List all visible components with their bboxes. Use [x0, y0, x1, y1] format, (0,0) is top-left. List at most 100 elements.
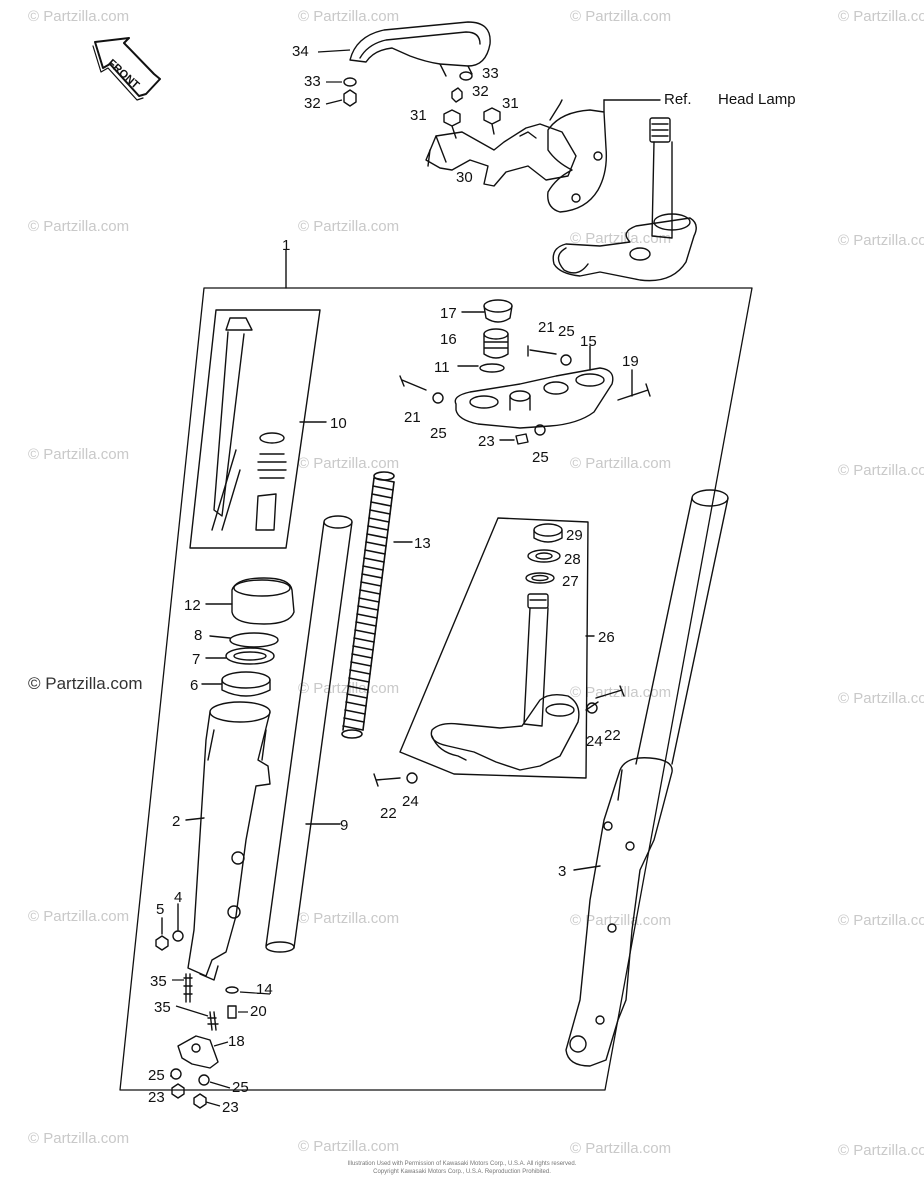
callout-21: 21	[538, 319, 555, 336]
bolt-32	[343, 89, 357, 107]
callout-21: 21	[404, 409, 421, 426]
part-27-seal	[525, 572, 555, 584]
washer-4	[172, 930, 184, 942]
callout-26: 26	[598, 629, 615, 646]
watermark: © Partzilla.com	[298, 218, 400, 235]
part-28-bearing	[527, 549, 561, 563]
washer-14	[225, 986, 239, 994]
part-11-o-ring	[479, 363, 505, 373]
watermark: © Partzilla.com	[570, 912, 672, 929]
callout-27: 27	[562, 573, 579, 590]
callout-33: 33	[304, 73, 321, 90]
callout-11: 11	[434, 359, 450, 376]
bolt-20	[227, 1005, 237, 1019]
head-lamp-label: Head Lamp	[718, 91, 796, 108]
callout-23: 23	[148, 1089, 165, 1106]
washer-33	[343, 77, 357, 87]
washer-25	[432, 392, 444, 404]
bolt-19	[617, 383, 651, 401]
copyright-line-2: Copyright Kawasaki Motors Corp., U.S.A. …	[373, 1169, 551, 1175]
callout-12: 12	[184, 597, 201, 614]
watermark: © Partzilla.com	[838, 690, 924, 707]
bolt-31	[483, 107, 501, 135]
bolt-21	[527, 345, 557, 357]
callout-25: 25	[148, 1067, 165, 1084]
watermark: © Partzilla.com	[570, 455, 672, 472]
callout-1: 1	[282, 237, 290, 254]
ref-label: Ref.	[664, 91, 692, 108]
watermark: © Partzilla.com	[298, 1138, 400, 1155]
watermark: © Partzilla.com	[570, 230, 672, 247]
callout-22: 22	[604, 727, 621, 744]
callout-30: 30	[456, 169, 473, 186]
damper-rod	[211, 317, 287, 531]
callout-23: 23	[478, 433, 495, 450]
callout-34: 34	[292, 43, 309, 60]
callout-14: 14	[256, 981, 273, 998]
callout-32: 32	[472, 83, 489, 100]
watermark: © Partzilla.com	[838, 462, 924, 479]
callout-6: 6	[190, 677, 198, 694]
callout-29: 29	[566, 527, 583, 544]
washer-33	[459, 71, 473, 81]
bolt-31	[443, 109, 461, 139]
watermark: © Partzilla.com	[28, 218, 130, 235]
part-8-ring	[229, 632, 279, 648]
callout-16: 16	[440, 331, 457, 348]
part-29-cap	[533, 523, 563, 543]
nut-23	[193, 1093, 207, 1109]
part-9-inner-tube	[265, 515, 353, 953]
watermark: © Partzilla.com	[838, 912, 924, 929]
watermark: © Partzilla.com	[298, 455, 400, 472]
watermark: © Partzilla.com	[838, 1142, 924, 1159]
washer-25	[534, 424, 546, 436]
nut-5	[155, 935, 169, 951]
watermark: © Partzilla.com	[570, 684, 672, 701]
washer-24	[586, 702, 598, 714]
watermark: © Partzilla.com	[28, 1130, 130, 1147]
callout-25: 25	[232, 1079, 249, 1096]
callout-7: 7	[192, 651, 200, 668]
leader-8	[209, 635, 231, 639]
bolt-21	[399, 375, 427, 391]
callout-13: 13	[414, 535, 431, 552]
watermark: © Partzilla.com	[28, 446, 130, 463]
watermark: © Partzilla.com	[298, 910, 400, 927]
steering-stem	[430, 593, 580, 771]
callout-15: 15	[580, 333, 597, 350]
washer-24	[406, 772, 418, 784]
callout-8: 8	[194, 627, 202, 644]
callout-33: 33	[482, 65, 499, 82]
callout-2: 2	[172, 813, 180, 830]
callout-25: 25	[558, 323, 575, 340]
nut-23	[171, 1083, 185, 1099]
callout-28: 28	[564, 551, 581, 568]
front-label: FRONT	[105, 57, 141, 91]
part-18-clamp	[177, 1035, 219, 1069]
callout-3: 3	[558, 863, 566, 880]
callout-32: 32	[304, 95, 321, 112]
part-3-fork-leg-right	[565, 489, 729, 1067]
watermark: © Partzilla.com	[570, 8, 672, 25]
washer-25	[170, 1068, 182, 1080]
stud-35	[183, 973, 193, 1003]
stud-35	[207, 1011, 219, 1031]
callout-5: 5	[156, 901, 164, 918]
callout-19: 19	[622, 353, 639, 370]
watermark: © Partzilla.com	[838, 8, 924, 25]
subassembly-10-outline	[189, 309, 321, 549]
part-13-spring	[341, 471, 395, 739]
callout-25: 25	[430, 425, 447, 442]
callout-24: 24	[402, 793, 419, 810]
head-lamp-bracket	[547, 99, 661, 213]
callout-17: 17	[440, 305, 457, 322]
watermark: © Partzilla.com	[570, 1140, 672, 1157]
part-17-cap	[483, 299, 513, 323]
watermark: © Partzilla.com	[838, 232, 924, 249]
callout-22: 22	[380, 805, 397, 822]
watermark: © Partzilla.com	[298, 8, 400, 25]
part-34-bracket	[349, 21, 491, 77]
callout-4: 4	[174, 889, 182, 906]
